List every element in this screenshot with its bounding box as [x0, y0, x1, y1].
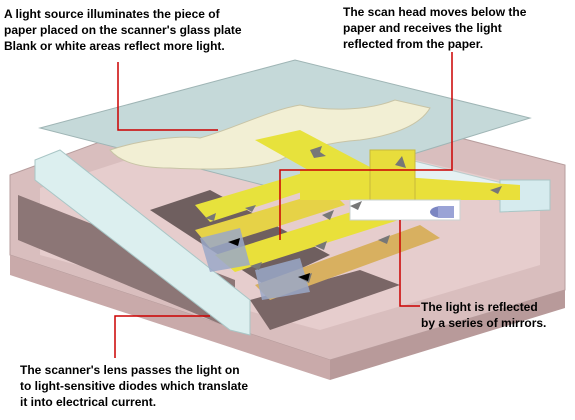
leader-mirrors	[399, 220, 420, 307]
arrow-icon	[315, 241, 327, 250]
callout-line: The scan head moves below the	[343, 5, 527, 19]
leader-lines	[114, 52, 453, 358]
scanner-case-front	[10, 255, 330, 380]
callout-line: by a series of mirrors.	[421, 316, 547, 330]
arrow-icon	[378, 235, 390, 244]
callout-lens: The scanner's lens passes the light on t…	[20, 362, 248, 410]
leader-light-source	[117, 62, 218, 131]
arrow-icon	[490, 186, 502, 194]
direction-arrows	[205, 146, 502, 283]
arrow-icon	[322, 210, 334, 220]
callout-light-source: A light source illuminates the piece of …	[4, 6, 242, 54]
mirror-path-1	[255, 130, 385, 188]
arrow-icon	[310, 146, 326, 158]
callout-line: A light source illuminates the piece of	[4, 7, 220, 21]
arrow-icon	[228, 238, 240, 246]
callout-line: The scanner's lens passes the light on	[20, 363, 240, 377]
callout-line: it into electrical current.	[20, 395, 157, 409]
mirror-plate-right	[255, 258, 310, 300]
mirror-block-center	[369, 149, 416, 206]
dark-tray-bottom	[250, 270, 400, 330]
callout-scan-head: The scan head moves below the paper and …	[343, 4, 526, 52]
lens-body	[438, 206, 454, 218]
callout-line: The light is reflected	[421, 300, 538, 314]
dark-tray-left	[18, 195, 235, 330]
callout-line: paper and receives the light	[343, 21, 502, 35]
leader-lens	[114, 315, 210, 358]
arrow-icon	[298, 273, 310, 281]
light-rail-front	[34, 149, 251, 336]
paper-sheet	[109, 99, 431, 170]
arrow-icon	[395, 156, 406, 168]
arrow-icon	[245, 205, 256, 212]
arrow-icon	[250, 262, 262, 270]
callout-line: reflected from the paper.	[343, 37, 484, 51]
callout-mirrors: The light is reflected by a series of mi…	[421, 299, 546, 331]
callout-line: to light-sensitive diodes which translat…	[20, 379, 249, 393]
scanner-case-side	[330, 290, 565, 380]
callout-line: Blank or white areas reflect more light.	[4, 39, 225, 53]
arrow-icon	[350, 201, 362, 210]
leader-scan-head	[279, 52, 453, 240]
arrow-icon	[205, 213, 216, 221]
callout-line: paper placed on the scanner's glass plat…	[4, 23, 242, 37]
black-direction-arrows	[228, 238, 310, 281]
